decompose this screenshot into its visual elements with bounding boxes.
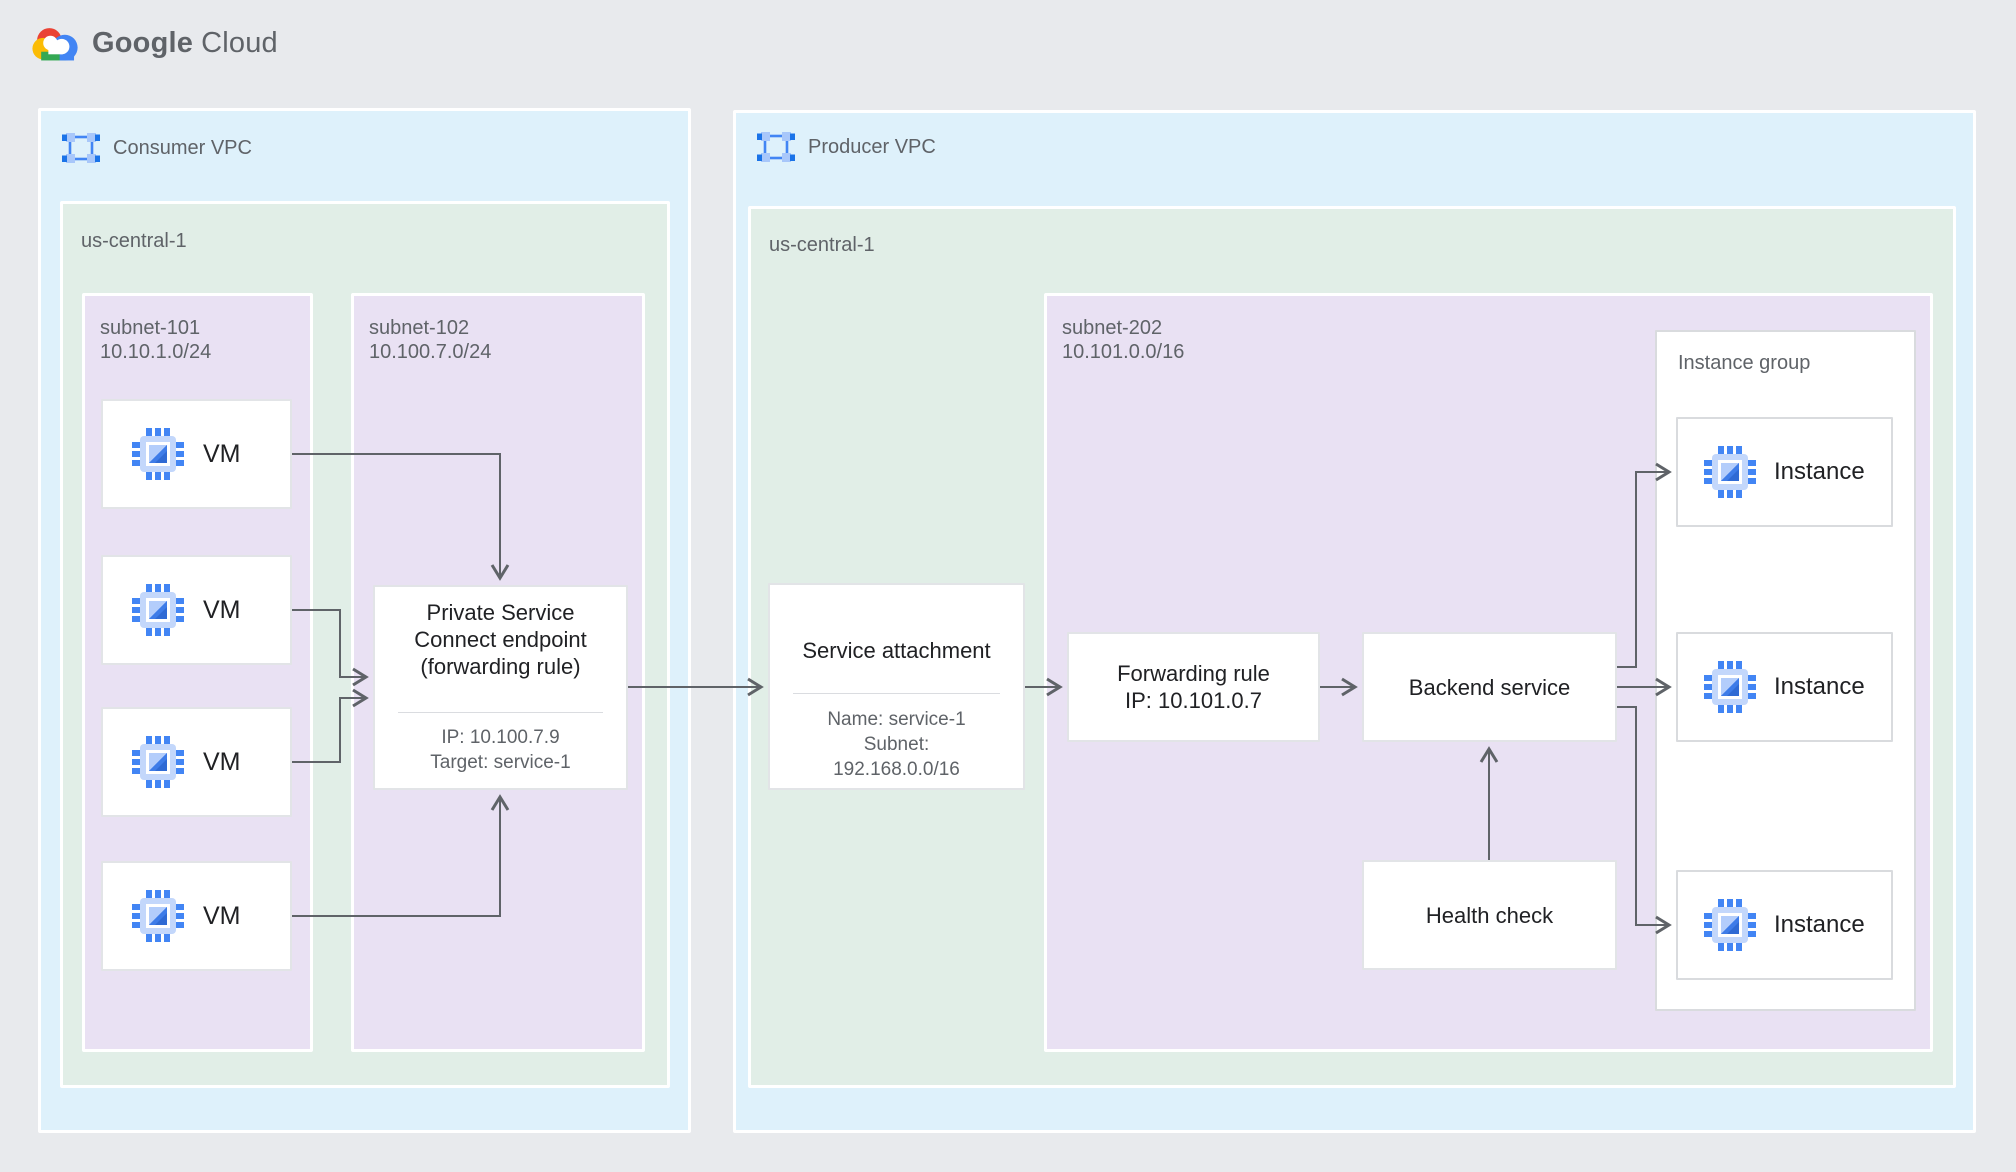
vm-label: VM xyxy=(203,901,241,930)
backend-service-title: Backend service xyxy=(1408,674,1571,700)
google-cloud-logo-icon xyxy=(30,24,78,62)
instance-node: Instance xyxy=(1676,417,1893,527)
vpc-network-icon xyxy=(757,128,795,166)
service-attachment-name: Name: service-1 xyxy=(827,709,966,730)
divider xyxy=(793,693,1000,694)
producer-vpc-header: Producer VPC xyxy=(757,128,936,166)
psc-target: Target: service-1 xyxy=(430,752,571,773)
psc-endpoint-details: IP: 10.100.7.9 Target: service-1 xyxy=(375,725,626,775)
vm-node: VM xyxy=(101,555,292,665)
producer-region-label: us-central-1 xyxy=(769,234,875,256)
instance-label: Instance xyxy=(1774,673,1865,700)
vm-label: VM xyxy=(203,439,241,468)
producer-vpc-label: Producer VPC xyxy=(808,135,936,158)
subnet-101-label: subnet-101 10.10.1.0/24 xyxy=(100,317,212,363)
vm-label: VM xyxy=(203,595,241,624)
compute-engine-icon xyxy=(1704,446,1756,498)
instance-group-label: Instance group xyxy=(1678,352,1811,374)
consumer-vpc-header: Consumer VPC xyxy=(62,129,252,167)
forwarding-rule-title: Forwarding rule xyxy=(1117,661,1270,686)
compute-engine-icon xyxy=(132,890,184,942)
psc-ip: IP: 10.100.7.9 xyxy=(441,727,560,748)
health-check-node: Health check xyxy=(1362,860,1617,970)
forwarding-rule-node: Forwarding rule IP: 10.101.0.7 xyxy=(1067,632,1320,742)
compute-engine-icon xyxy=(132,584,184,636)
vm-node: VM xyxy=(101,707,292,817)
psc-title-line1: Private Service xyxy=(426,600,575,625)
logo-product: Cloud xyxy=(201,26,278,59)
psc-endpoint-title: Private Service Connect endpoint (forwar… xyxy=(375,599,626,680)
service-attachment-node: Service attachment Name: service-1 Subne… xyxy=(768,583,1025,790)
logo-brand: Google xyxy=(92,26,194,59)
divider xyxy=(398,712,603,713)
health-check-title: Health check xyxy=(1425,902,1554,928)
instance-node: Instance xyxy=(1676,632,1893,742)
compute-engine-icon xyxy=(132,428,184,480)
subnet-102-label: subnet-102 10.100.7.0/24 xyxy=(369,317,492,363)
vpc-network-icon xyxy=(62,129,100,167)
psc-title-line2: Connect endpoint xyxy=(414,627,587,652)
instance-label: Instance xyxy=(1774,458,1865,485)
psc-endpoint-node: Private Service Connect endpoint (forwar… xyxy=(373,585,628,790)
instance-label: Instance xyxy=(1774,911,1865,938)
vm-node: VM xyxy=(101,861,292,971)
consumer-region-label: us-central-1 xyxy=(81,230,187,252)
compute-engine-icon xyxy=(132,736,184,788)
compute-engine-icon xyxy=(1704,661,1756,713)
service-attachment-title: Service attachment xyxy=(802,638,991,663)
subnet-202-label: subnet-202 10.101.0.0/16 xyxy=(1062,317,1185,363)
instance-node: Instance xyxy=(1676,870,1893,980)
service-attachment-details: Name: service-1 Subnet: 192.168.0.0/16 xyxy=(770,707,1023,782)
backend-service-node: Backend service xyxy=(1362,632,1617,742)
compute-engine-icon xyxy=(1704,899,1756,951)
psc-title-line3: (forwarding rule) xyxy=(420,654,581,679)
forwarding-rule-ip: IP: 10.101.0.7 xyxy=(1125,688,1262,713)
vm-node: VM xyxy=(101,399,292,509)
service-attachment-subnet-cidr: 192.168.0.0/16 xyxy=(833,759,960,780)
service-attachment-subnet-label: Subnet: xyxy=(863,734,930,755)
consumer-vpc-label: Consumer VPC xyxy=(113,136,252,159)
vm-label: VM xyxy=(203,747,241,776)
